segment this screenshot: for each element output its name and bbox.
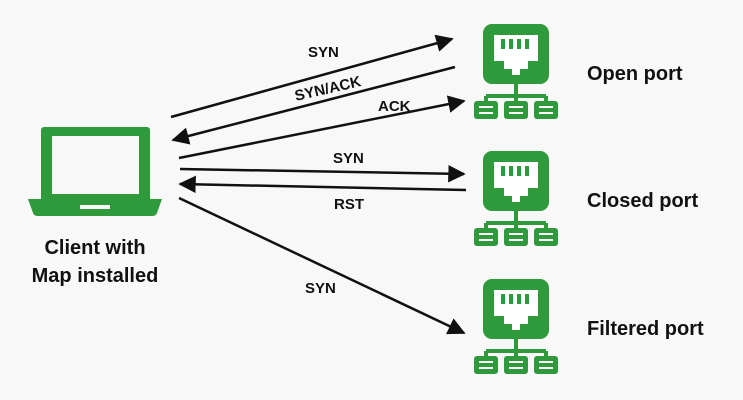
- arrow-syn-open: [170, 34, 454, 119]
- port-label-closed: Closed port: [587, 190, 698, 212]
- port-label-open: Open port: [587, 63, 683, 85]
- arrow-synack-open: [171, 65, 456, 145]
- arrow-label-syn-filtered: SYN: [305, 280, 336, 297]
- arrow-label-rst-closed: RST: [334, 196, 364, 213]
- arrow-label-syn-closed: SYN: [333, 150, 364, 167]
- arrow-ack-open: [178, 95, 466, 160]
- arrow-label-ack-open: ACK: [378, 98, 411, 115]
- arrow-syn-filtered: [178, 196, 466, 335]
- open-port-icon: [472, 22, 560, 121]
- arrow-syn-closed: [179, 164, 466, 183]
- arrow-rst-closed: [178, 175, 467, 194]
- laptop-icon: [28, 127, 162, 216]
- closed-port-icon: [472, 149, 560, 248]
- filtered-port-icon: [472, 277, 560, 376]
- port-label-filtered: Filtered port: [587, 318, 704, 340]
- client-label-line2: Map installed: [32, 265, 159, 287]
- client-label-line1: Client with: [44, 237, 145, 259]
- arrow-label-syn-open: SYN: [308, 44, 339, 61]
